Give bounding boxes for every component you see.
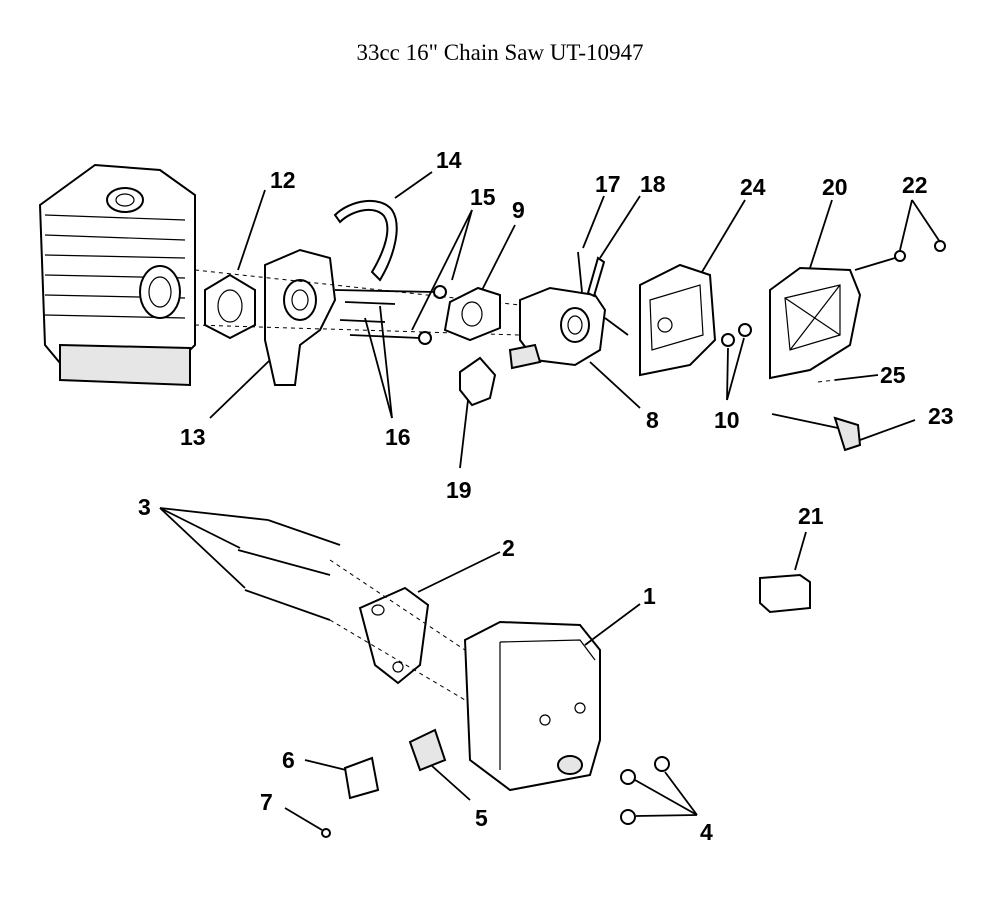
callout-15: 15 <box>470 184 496 210</box>
callout-6: 6 <box>282 747 295 773</box>
spark-screen-part-5 <box>408 728 447 772</box>
bolts-part-15 <box>334 285 447 345</box>
muffler-gasket-part-2 <box>358 586 430 685</box>
carburetor-part-8 <box>508 286 629 370</box>
callout-8: 8 <box>646 407 659 433</box>
callout-14: 14 <box>436 147 462 173</box>
throttle-rod-part-23 <box>771 413 862 452</box>
fuel-line-part-18 <box>586 256 606 298</box>
air-filter-cover-part-20 <box>769 266 862 380</box>
callout-1: 1 <box>643 583 656 609</box>
carburetor-gasket-part-9 <box>443 286 501 342</box>
callout-7: 7 <box>260 789 273 815</box>
callout-10: 10 <box>714 407 740 433</box>
callout-16: 16 <box>385 424 411 450</box>
muffler-bolts-part-3 <box>237 519 341 621</box>
gasket-part-12 <box>204 273 256 340</box>
muffler-nuts-part-4 <box>620 756 670 825</box>
arrestor-cover-part-6 <box>343 756 380 800</box>
callout-3: 3 <box>138 494 151 520</box>
callout-22: 22 <box>902 172 928 198</box>
screw-part-22 <box>854 240 946 271</box>
callout-21: 21 <box>798 503 824 529</box>
fuel-line-part-17 <box>577 251 583 293</box>
callout-13: 13 <box>180 424 206 450</box>
callout-17: 17 <box>595 171 621 197</box>
spring-part-25 <box>817 379 836 383</box>
callout-5: 5 <box>475 805 488 831</box>
alignment-lines-muffler <box>329 559 466 701</box>
callout-24: 24 <box>740 174 766 200</box>
screw-part-7 <box>321 828 331 838</box>
studs-part-16 <box>339 301 396 323</box>
muffler-body-part-1 <box>463 620 601 792</box>
leader-lines <box>159 171 941 831</box>
callout-19: 19 <box>446 477 472 503</box>
callout-12: 12 <box>270 167 296 193</box>
cylinder-part <box>38 163 196 387</box>
impulse-hose-part-14 <box>333 199 398 282</box>
callout-18: 18 <box>640 171 666 197</box>
callout-9: 9 <box>512 197 525 223</box>
nuts-part-10 <box>721 323 752 347</box>
filter-element-part-21 <box>759 573 811 614</box>
callout-2: 2 <box>502 535 515 561</box>
callout-25: 25 <box>880 362 906 388</box>
callout-4: 4 <box>700 819 713 845</box>
callout-23: 23 <box>928 403 954 429</box>
page-title: 33cc 16" Chain Saw UT-10947 <box>356 40 644 65</box>
air-filter-base-part-24 <box>639 263 717 377</box>
intake-manifold-part-13 <box>264 248 337 386</box>
choke-lever-part-19 <box>459 356 497 407</box>
callout-20: 20 <box>822 174 848 200</box>
